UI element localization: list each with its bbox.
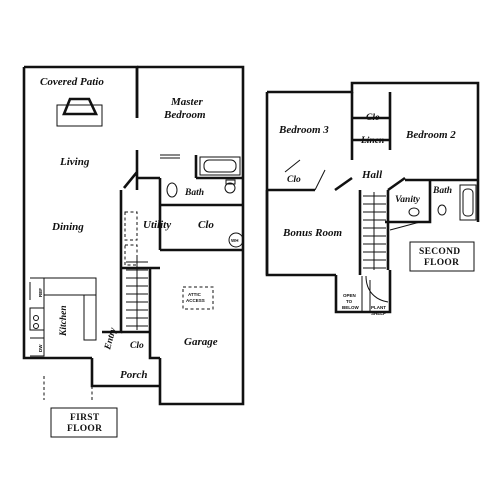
refrigerator-label: REF xyxy=(38,288,43,297)
closet-top-label: Clo xyxy=(366,113,380,123)
attic-access-label-1: ATTIC xyxy=(188,292,202,297)
second-floor-title-box xyxy=(409,241,475,272)
open-to-below-label-3: BELOW xyxy=(342,305,360,310)
bath-first-floor-label: Bath xyxy=(184,188,204,198)
plant-shelf-label-2: SHELF xyxy=(371,311,386,316)
dining-label: Dining xyxy=(51,221,84,233)
vanity-label: Vanity xyxy=(395,195,421,205)
first-floor-plan: Covered Patio Master Bedroom Living Dini… xyxy=(22,65,245,438)
garage-label: Garage xyxy=(184,336,218,348)
kitchen-label: Kitchen xyxy=(59,305,69,337)
closet-first-floor-label: Clo xyxy=(198,219,214,231)
linen-label: Linen xyxy=(360,136,384,146)
second-floor-plan: Clo Bedroom 3 Bedroom 2 Linen Clo Hall B… xyxy=(265,81,480,316)
dishwasher-label: DW xyxy=(38,344,43,352)
entry-closet-label: Clo xyxy=(130,341,144,351)
open-to-below-label-1: OPEN xyxy=(343,293,356,298)
bath-second-floor-label: Bath xyxy=(432,186,452,196)
second-floor-title-2: FLOOR xyxy=(424,258,459,268)
entry-label: Entry xyxy=(103,326,119,352)
stairs-second-floor xyxy=(363,192,386,270)
utility-label: Utility xyxy=(143,219,171,231)
stairs-first-floor xyxy=(126,258,148,330)
second-floor-title-1: SECOND xyxy=(419,247,460,257)
bonus-room-label: Bonus Room xyxy=(282,227,342,239)
bedroom-3-label: Bedroom 3 xyxy=(278,124,329,136)
master-bedroom-label-1: Master xyxy=(170,96,204,108)
hall-label: Hall xyxy=(361,169,383,181)
water-heater-label: WH xyxy=(231,238,239,243)
bedroom-2-label: Bedroom 2 xyxy=(405,129,456,141)
first-floor-title-1: FIRST xyxy=(70,413,100,423)
master-bedroom-label-2: Bedroom xyxy=(163,109,206,121)
covered-patio-label: Covered Patio xyxy=(40,76,104,88)
first-floor-title-box xyxy=(50,407,118,438)
attic-access-label-2: ACCESS xyxy=(186,298,205,303)
living-label: Living xyxy=(59,156,90,168)
porch-label: Porch xyxy=(120,369,148,381)
plant-shelf-label-1: PLANT xyxy=(371,305,386,310)
open-to-below-label-2: TO xyxy=(346,299,353,304)
first-floor-title-2: FLOOR xyxy=(67,424,102,434)
closet-left-label: Clo xyxy=(287,175,301,185)
